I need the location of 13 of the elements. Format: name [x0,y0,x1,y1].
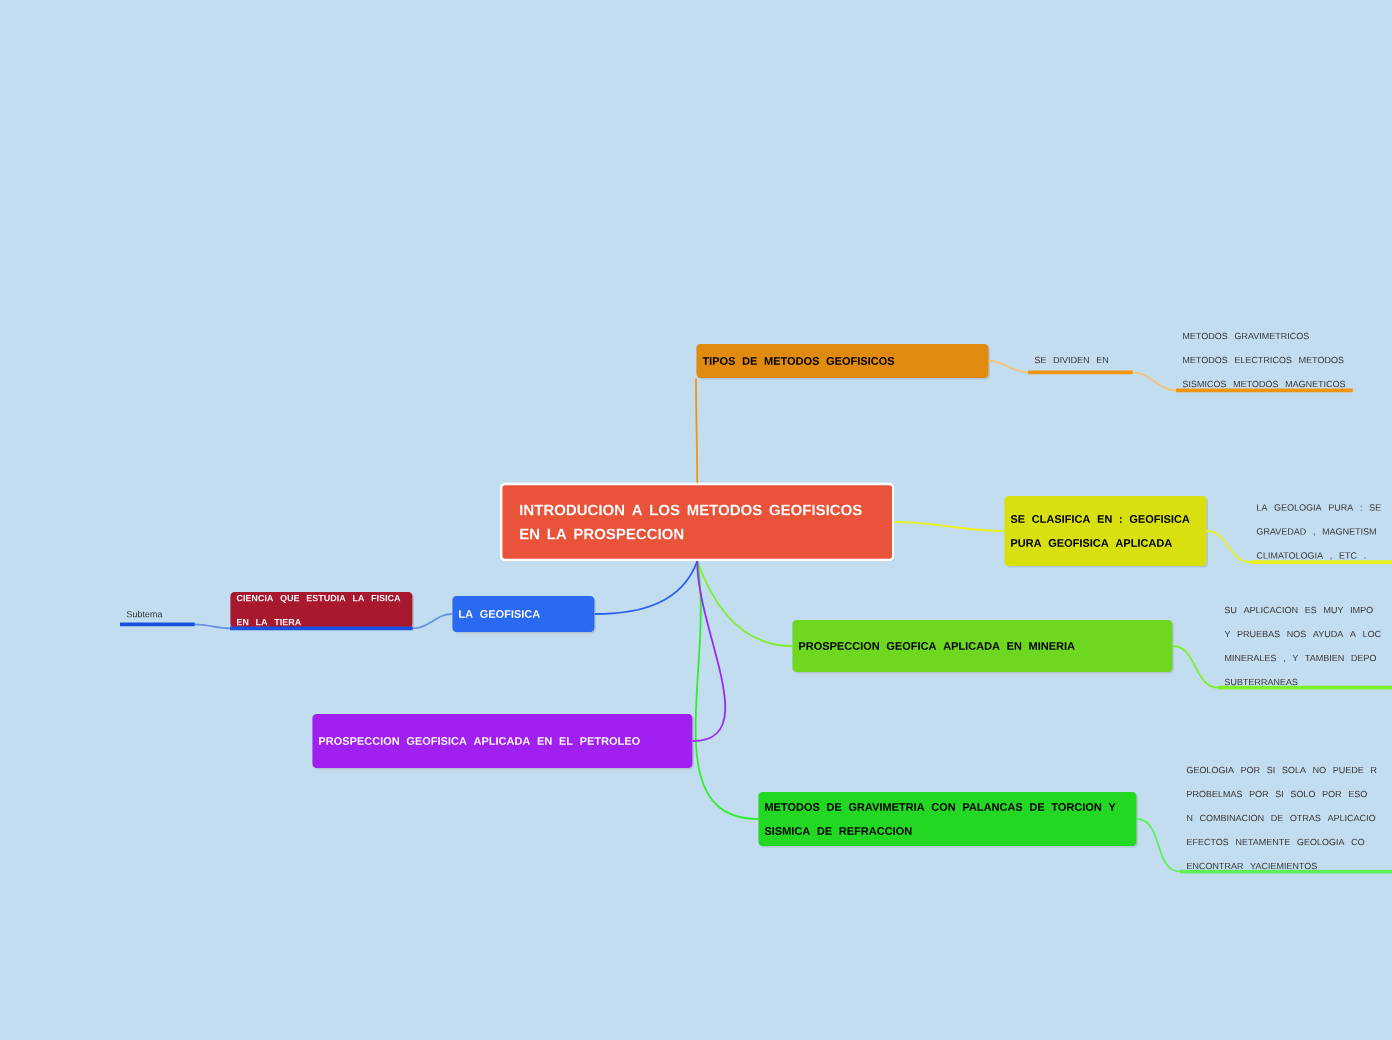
connector [696,560,793,647]
connector [1131,371,1177,392]
connector [1135,818,1181,873]
connector [593,560,699,615]
connector [1171,645,1219,689]
connector [1205,530,1251,564]
connector [411,613,453,630]
connector [193,623,231,630]
connector [691,560,727,742]
connector [694,560,759,820]
connector [893,521,1005,532]
connector [987,360,1029,374]
connector [695,377,699,484]
